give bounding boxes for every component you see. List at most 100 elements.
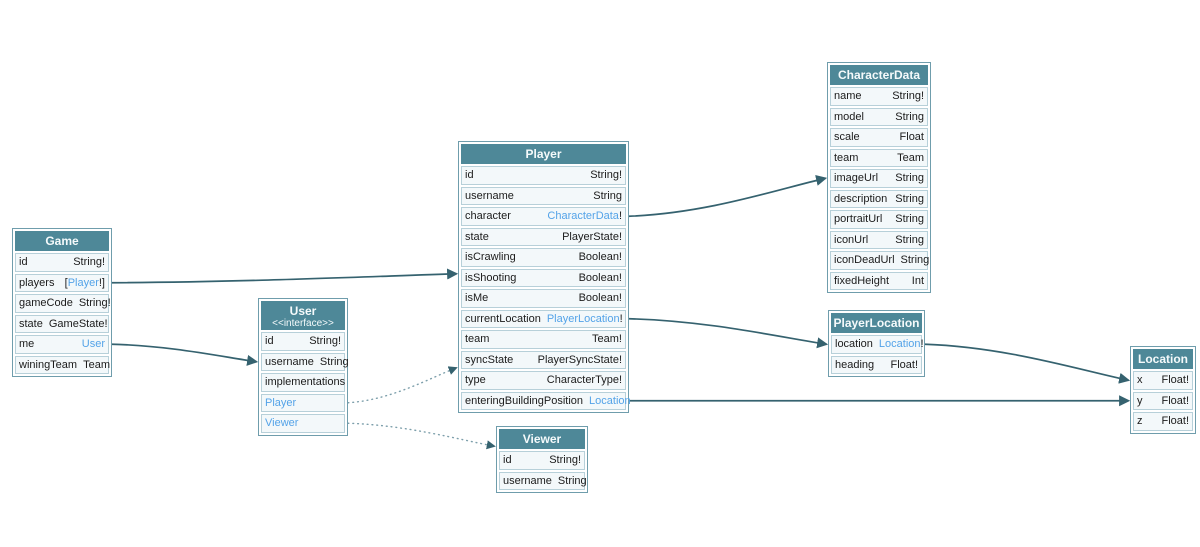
type-node-header-location[interactable]: Location: [1133, 349, 1193, 369]
type-link-PlayerLocation[interactable]: PlayerLocation: [546, 312, 620, 325]
field-name-viewer-username: username: [503, 474, 552, 487]
field-name-game-me: me: [19, 338, 35, 351]
field-type-characterdata-description: String: [895, 193, 924, 205]
type-node-header-characterdata[interactable]: CharacterData: [830, 65, 928, 85]
type-link-Location[interactable]: Location: [878, 338, 921, 351]
field-type-game-id: String!: [73, 256, 105, 268]
field-row-user-username[interactable]: username String: [261, 352, 349, 371]
field-row-game-me[interactable]: me User: [15, 335, 109, 354]
type-node-header-game[interactable]: Game: [15, 231, 109, 251]
field-name-characterdata-iconDeadUrl: iconDeadUrl: [834, 254, 895, 267]
type-title-user: User: [289, 304, 317, 318]
type-text: String!: [590, 169, 622, 182]
type-text: Float!: [890, 358, 918, 371]
field-name-game-id: id: [19, 256, 28, 269]
field-name-game-winingTeam: winingTeam: [19, 358, 78, 371]
field-row-viewer-username[interactable]: username String: [499, 471, 587, 490]
implementation-link-Viewer[interactable]: Viewer: [265, 417, 299, 430]
edge-playerlocation-location-to-location: [924, 343, 1131, 384]
field-row-user-Viewer[interactable]: Viewer: [261, 414, 345, 433]
field-type-user-username: String: [320, 356, 349, 368]
field-name-player-username: username: [465, 189, 514, 202]
field-row-characterdata-fixedHeight[interactable]: fixedHeight Int: [830, 271, 928, 290]
type-link-Player[interactable]: Player: [67, 276, 99, 289]
type-text: String: [900, 254, 930, 267]
field-name-game-players: players: [19, 276, 55, 289]
field-row-user-implementations[interactable]: implementations: [261, 373, 345, 392]
type-node-header-user[interactable]: User<<interface>>: [261, 301, 345, 330]
type-node-header-player[interactable]: Player: [461, 144, 626, 164]
type-node-header-viewer[interactable]: Viewer: [499, 429, 585, 449]
field-name-characterdata-name: name: [834, 90, 862, 103]
type-text: Float!: [1161, 415, 1189, 428]
type-title-characterdata: CharacterData: [837, 68, 921, 82]
implementation-link-Player[interactable]: Player: [265, 396, 297, 409]
type-subtitle-user: <<interface>>: [272, 318, 334, 329]
field-name-characterdata-fixedHeight: fixedHeight: [834, 274, 890, 287]
field-name-player-type: type: [465, 374, 486, 387]
type-text: String!: [309, 335, 341, 348]
field-row-playerlocation-heading[interactable]: heading Float!: [831, 355, 922, 374]
field-name-user-username: username: [265, 355, 314, 368]
field-row-user-Player[interactable]: Player: [261, 393, 345, 412]
field-type-game-players: [Player!]: [65, 277, 105, 289]
type-node-header-playerlocation[interactable]: PlayerLocation: [831, 313, 922, 333]
field-row-game-players[interactable]: players [Player!]: [15, 273, 109, 292]
type-text: String: [557, 474, 587, 487]
field-row-game-id[interactable]: id String!: [15, 253, 109, 272]
field-type-characterdata-model: String: [895, 111, 924, 123]
type-text: [: [64, 276, 68, 289]
type-text: String: [319, 355, 349, 368]
field-type-viewer-id: String!: [549, 454, 581, 466]
field-name-characterdata-imageUrl: imageUrl: [834, 172, 879, 185]
field-name-player-currentLocation: currentLocation: [465, 312, 541, 325]
field-type-characterdata-portraitUrl: String: [895, 213, 924, 225]
field-type-player-state: PlayerState!: [562, 231, 622, 243]
type-text: GameState!: [48, 317, 108, 330]
type-link-User[interactable]: User: [81, 338, 105, 351]
field-name-playerlocation-heading: heading: [835, 358, 875, 371]
type-link-Location[interactable]: Location: [589, 394, 631, 407]
field-type-game-gameCode: String!: [79, 297, 111, 309]
type-link-CharacterData[interactable]: CharacterData: [547, 210, 619, 223]
type-text: Int: [911, 274, 924, 287]
field-row-characterdata-iconDeadUrl[interactable]: iconDeadUrl String: [830, 251, 930, 270]
field-type-player-id: String!: [590, 169, 622, 181]
